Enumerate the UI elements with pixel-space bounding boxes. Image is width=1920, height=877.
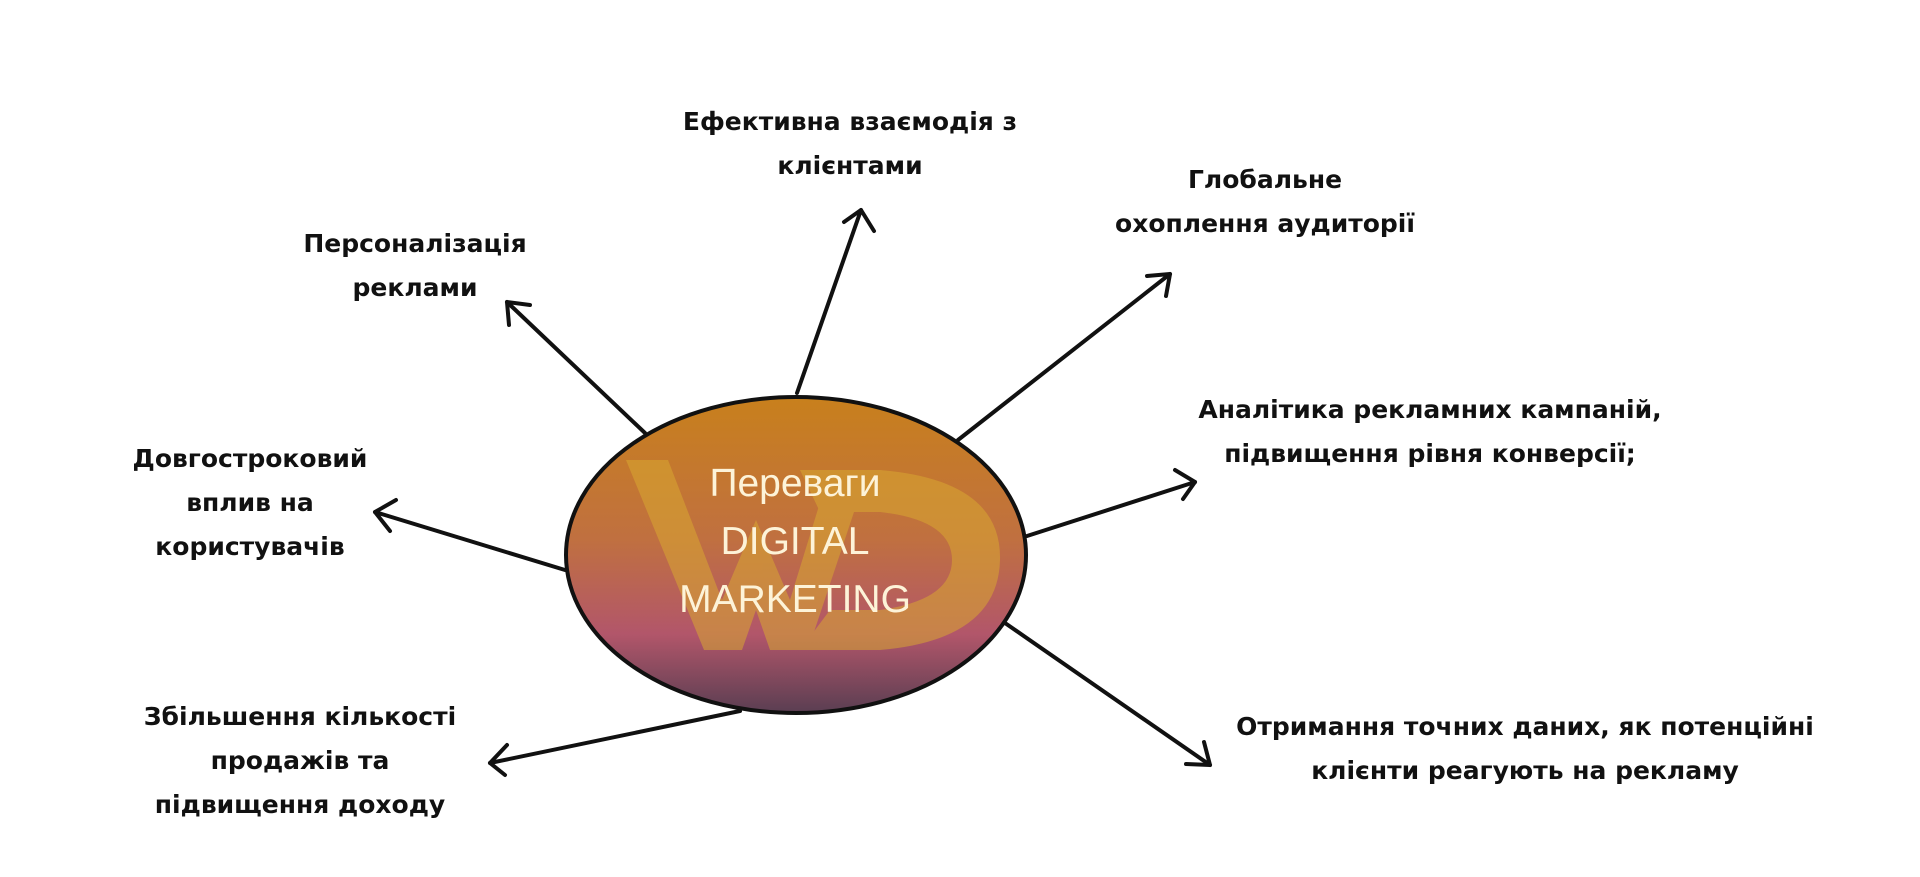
arrow-longterm (373, 498, 567, 572)
center-title: Переваги DIGITAL MARKETING (640, 455, 950, 629)
benefit-personal-line-2: реклами (352, 273, 478, 302)
arrow-data (1003, 621, 1212, 767)
benefit-longterm-line-1: Довгостроковий (132, 444, 368, 473)
watermark-w-shape (626, 460, 868, 650)
benefit-data-line-1: Отримання точних даних, як потенційні (1236, 712, 1814, 741)
benefit-analytics-line-1: Аналітика рекламних кампаній, (1198, 395, 1662, 424)
center-title-line-1: Переваги (709, 462, 881, 505)
benefit-personal: Персоналізація реклами (270, 222, 560, 310)
benefit-data: Отримання точних даних, як потенційні кл… (1210, 705, 1840, 793)
arrow-analytics (1025, 468, 1197, 538)
arrow-interaction (795, 208, 876, 395)
benefit-interaction-line-2: клієнтами (777, 151, 923, 180)
watermark-logo (626, 460, 1001, 650)
arrows (373, 208, 1212, 777)
benefit-analytics-line-2: підвищення рівня конверсії; (1224, 439, 1636, 468)
benefit-reach-line-1: Глобальне (1187, 165, 1343, 194)
benefit-reach-line-2: охоплення аудиторії (1115, 209, 1415, 238)
benefit-analytics: Аналітика рекламних кампаній, підвищення… (1170, 388, 1690, 476)
arrow-personal (505, 300, 647, 435)
benefit-longterm-line-3: користувачів (155, 532, 345, 561)
benefit-sales-line-3: підвищення доходу (154, 790, 446, 819)
benefit-data-line-2: клієнти реагують на рекламу (1311, 756, 1739, 785)
benefit-longterm-line-2: вплив на (186, 488, 314, 517)
benefit-interaction: Ефективна взаємодія з клієнтами (620, 100, 1080, 188)
watermark-d-shape (800, 470, 1001, 650)
benefit-longterm: Довгостроковий вплив на користувачів (100, 437, 400, 569)
arrow-reach (956, 272, 1172, 442)
benefit-sales-line-2: продажів та (210, 746, 390, 775)
benefit-reach: Глобальне охоплення аудиторії (1065, 158, 1465, 246)
center-title-line-3: MARKETING (679, 578, 911, 621)
benefit-sales: Збільшення кількості продажів та підвище… (110, 695, 490, 827)
benefit-interaction-line-1: Ефективна взаємодія з (682, 107, 1018, 136)
benefit-personal-line-1: Персоналізація (303, 229, 527, 258)
arrow-sales (488, 709, 742, 777)
benefit-sales-line-1: Збільшення кількості (143, 702, 457, 731)
center-title-line-2: DIGITAL (720, 520, 870, 563)
